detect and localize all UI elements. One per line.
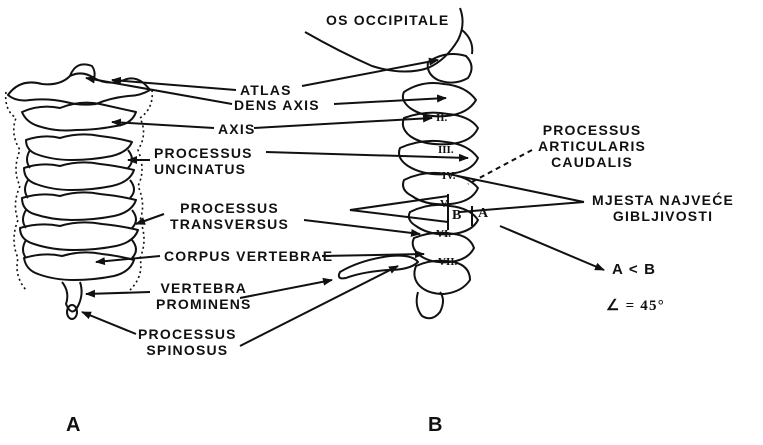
leader-articularis [468, 150, 532, 184]
label-articularis-line2: ARTICULARIS [538, 138, 646, 154]
label-prominens-line2: PROMINENS [156, 296, 252, 312]
atlas-lateral [428, 54, 472, 83]
leader-corpus-a [96, 256, 160, 262]
annotation-comparison: A < B [612, 262, 656, 278]
leader-prominens-b [240, 280, 332, 298]
label-spinosus-line2: SPINOSUS [138, 342, 237, 358]
leader-comparison [500, 226, 604, 270]
label-axis: AXIS [218, 121, 255, 137]
leader-spinosus-b [240, 266, 398, 346]
label-articularis-line3: CAUDALIS [538, 154, 646, 170]
panel-label-a: A [66, 414, 80, 437]
numeral-c2: II. [436, 112, 447, 124]
label-atlas: ATLAS [240, 82, 292, 98]
leader-prominens-a [86, 292, 150, 294]
label-transversus-line1: PROCESSUS [170, 200, 289, 216]
label-corpus-vertebrae: CORPUS VERTEBRAE [164, 248, 333, 264]
numeral-c3: III. [438, 144, 454, 156]
vertebra-c3 [26, 134, 132, 160]
label-dens-axis: DENS AXIS [234, 97, 320, 113]
label-processus-uncinatus: PROCESSUS UNCINATUS [154, 145, 253, 177]
numeral-c6: VI. [436, 228, 451, 240]
label-processus-uncinatus-line2: UNCINATUS [154, 161, 253, 177]
vertebra-c5 [22, 192, 136, 220]
label-mjesta-line2: GIBLJIVOSTI [592, 208, 734, 224]
leader-dens-b [334, 98, 446, 104]
label-prominens-line1: VERTEBRA [156, 280, 252, 296]
angle-marker-b: B [452, 208, 461, 224]
label-processus-transversus: PROCESSUS TRANSVERSUS [170, 200, 289, 232]
annotation-angle: ∠ = 45° [606, 298, 665, 314]
leader-axis-a [112, 122, 214, 128]
angle-marker-a: A [478, 206, 488, 222]
leader-axis-b [254, 118, 432, 128]
frontal-spine-view [8, 64, 150, 319]
panel-label-b: B [428, 414, 442, 437]
axis-vertebra [22, 103, 136, 131]
vertebra-c6 [20, 222, 138, 250]
label-vertebra-prominens: VERTEBRA PROMINENS [156, 280, 252, 312]
label-transversus-line2: TRANSVERSUS [170, 216, 289, 232]
label-mjesta-najvece-gibljivosti: MJESTA NAJVEĆE GIBLJIVOSTI [592, 192, 734, 224]
vertebra-c7 [24, 252, 134, 280]
label-processus-articularis-caudalis: PROCESSUS ARTICULARIS CAUDALIS [538, 122, 646, 170]
label-processus-spinosus: PROCESSUS SPINOSUS [138, 326, 237, 358]
label-articularis-line1: PROCESSUS [538, 122, 646, 138]
numeral-c5: V. [440, 198, 449, 210]
numeral-c4: IV. [442, 170, 456, 182]
leader-spinosus-a [82, 312, 136, 334]
label-processus-uncinatus-line1: PROCESSUS [154, 145, 253, 161]
leader-atlas-b [302, 60, 438, 86]
atlas-vertebra [8, 73, 150, 104]
leader-transversus-b [304, 220, 420, 234]
vertebra-c4 [24, 162, 134, 190]
numeral-c7: VII. [438, 256, 457, 268]
label-os-occipitale: OS OCCIPITALE [326, 12, 449, 28]
label-mjesta-line1: MJESTA NAJVEĆE [592, 192, 734, 208]
label-spinosus-line1: PROCESSUS [138, 326, 237, 342]
lateral-spine-view [339, 30, 478, 318]
